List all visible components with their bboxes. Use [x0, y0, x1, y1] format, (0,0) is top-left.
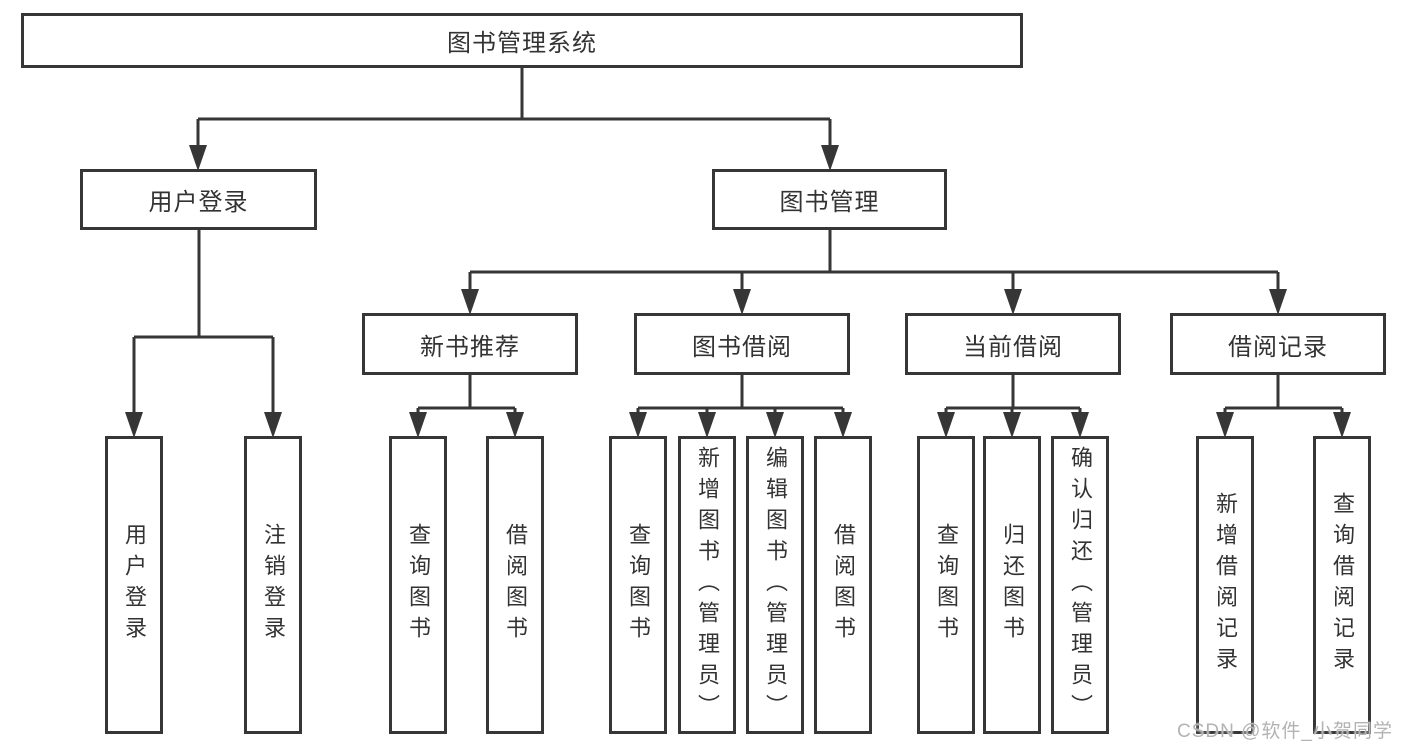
leaf-user-login: 用户登录 [105, 436, 163, 734]
leaf-confirm-return-admin: 确认归还（管理员） [1051, 436, 1109, 734]
leaf-return-book: 归还图书 [983, 436, 1041, 734]
leaf-query-borrow-record: 查询借阅记录 [1313, 436, 1371, 734]
node-current-borrow-label: 当前借阅 [963, 333, 1063, 361]
leaf-query-books-current: 查询图书 [917, 436, 975, 734]
leaf-borrow-books: 借阅图书 [814, 436, 872, 734]
node-user-login-label: 用户登录 [148, 189, 249, 216]
leaf-query-books-borrow: 查询图书 [609, 436, 667, 734]
node-book-management: 图书管理 [712, 169, 947, 230]
leaf-borrow-books-recommend: 借阅图书 [486, 436, 544, 734]
node-new-book-recommend: 新书推荐 [362, 313, 578, 375]
leaf-query-books-recommend: 查询图书 [389, 436, 447, 734]
node-current-borrow: 当前借阅 [905, 313, 1121, 375]
leaf-add-borrow-record: 新增借阅记录 [1196, 436, 1254, 734]
leaf-edit-book-admin: 编辑图书（管理员） [746, 436, 804, 734]
watermark: CSDN @软件_小贺同学 [1177, 721, 1393, 742]
leaf-add-book-admin: 新增图书（管理员） [678, 436, 736, 734]
node-new-book-recommend-label: 新书推荐 [420, 333, 520, 361]
node-borrow-records: 借阅记录 [1170, 313, 1386, 375]
node-library-system-label: 图书管理系统 [447, 30, 597, 57]
node-user-login: 用户登录 [80, 169, 317, 230]
node-book-management-label: 图书管理 [779, 189, 880, 216]
node-library-system: 图书管理系统 [21, 13, 1023, 68]
leaf-logout: 注销登录 [244, 436, 302, 734]
node-borrow-records-label: 借阅记录 [1228, 333, 1328, 361]
node-book-borrow-label: 图书借阅 [692, 333, 792, 361]
node-book-borrow: 图书借阅 [634, 313, 850, 375]
